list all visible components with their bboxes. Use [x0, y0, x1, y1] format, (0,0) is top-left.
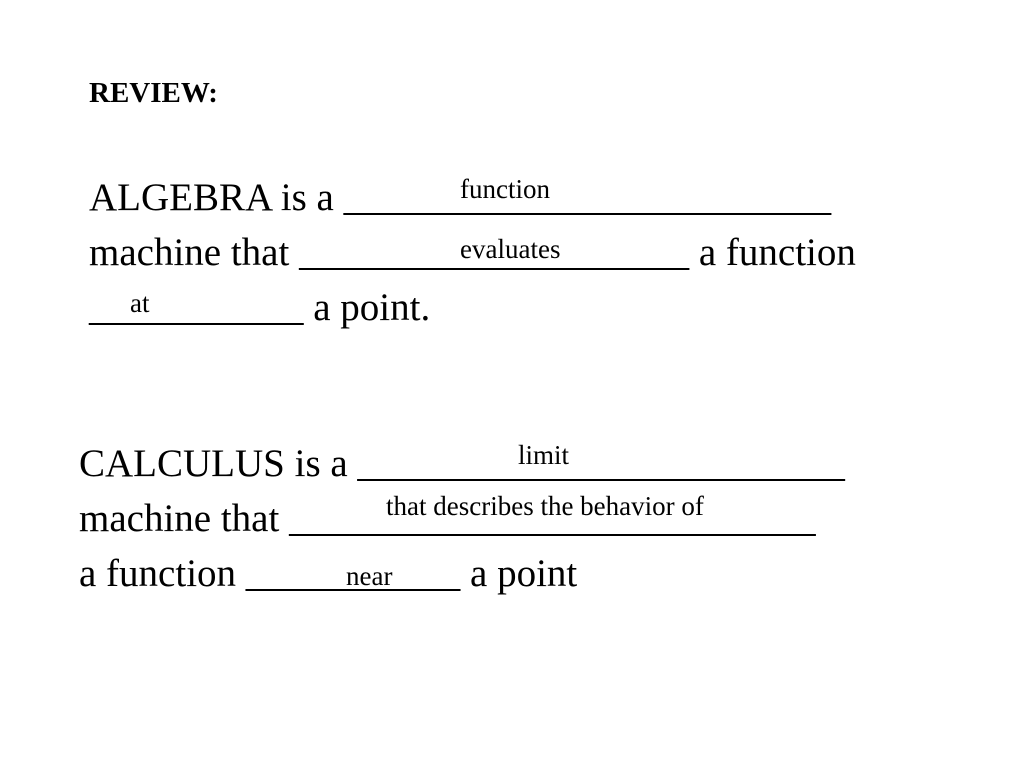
calculus-answer-near: near [346, 561, 393, 591]
review-heading: REVIEW: [89, 77, 218, 109]
calculus-answer-behavior: that describes the behavior of [386, 491, 704, 521]
algebra-answer-function: function [460, 174, 550, 204]
algebra-line-1: ALGEBRA is a _________________________ [89, 176, 832, 219]
calculus-line-3: a function ___________ a point [79, 552, 578, 595]
calculus-line-2: machine that ___________________________ [79, 497, 816, 540]
algebra-answer-at: at [130, 288, 150, 318]
algebra-line-3: ___________ a point. [89, 286, 431, 329]
algebra-answer-evaluates: evaluates [460, 234, 561, 264]
calculus-answer-limit: limit [518, 440, 570, 470]
algebra-line-2: machine that ____________________ a func… [89, 231, 856, 274]
calculus-line-1: CALCULUS is a _________________________ [79, 442, 845, 485]
